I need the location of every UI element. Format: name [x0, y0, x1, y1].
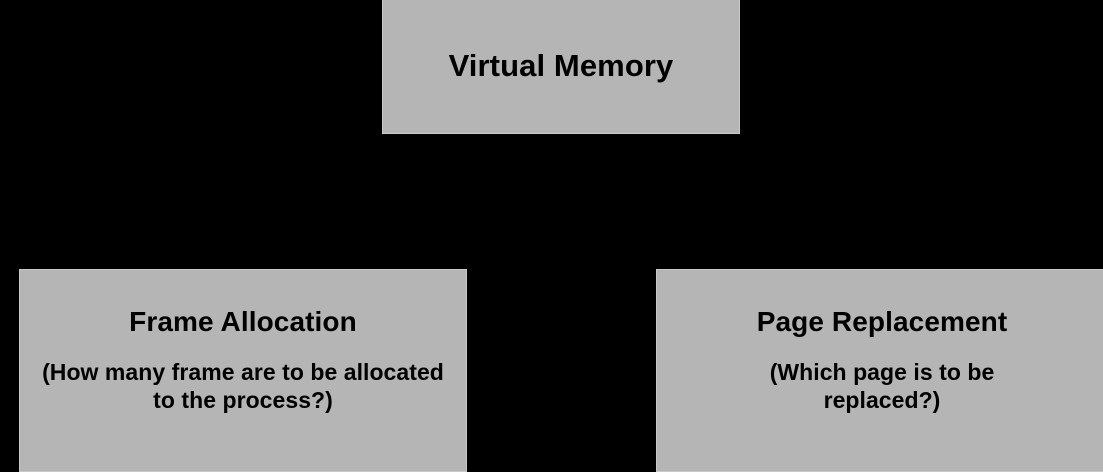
node-frame-allocation-title: Frame Allocation	[129, 306, 357, 337]
node-virtual-memory: Virtual Memory	[382, 0, 740, 134]
node-page-replacement: Page Replacement (Which page is to be re…	[656, 269, 1103, 472]
node-page-replacement-subtitle: (Which page is to be replaced?)	[769, 359, 995, 414]
node-frame-allocation-subtitle: (How many frame are to be allocated to t…	[42, 359, 444, 414]
node-frame-allocation: Frame Allocation (How many frame are to …	[19, 269, 467, 472]
node-page-replacement-title: Page Replacement	[756, 306, 1008, 337]
node-virtual-memory-title: Virtual Memory	[448, 47, 674, 83]
